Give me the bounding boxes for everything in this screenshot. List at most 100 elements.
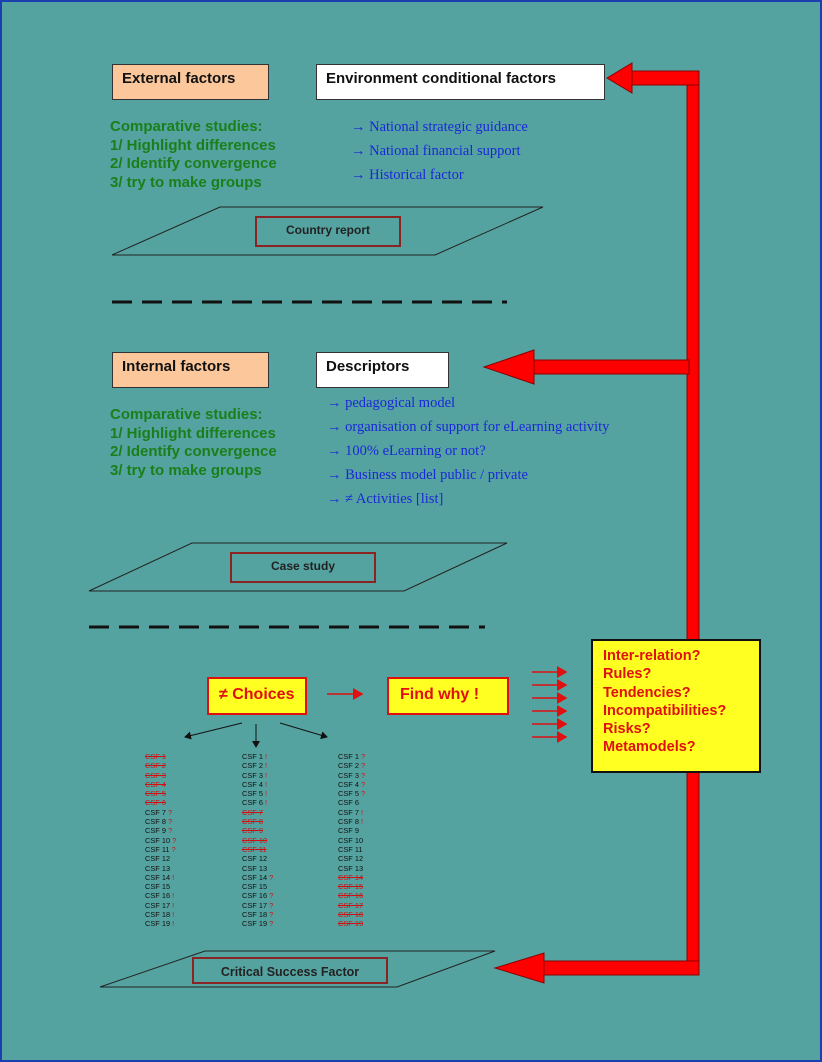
question-item: Incompatibilities? (603, 702, 727, 719)
middle-studies-line: 2/ Identify convergence (110, 443, 277, 460)
csf-item: CSF 5 ? (338, 789, 366, 799)
choices-box: ≠ Choices (207, 677, 307, 715)
csf-item: CSF 17 (338, 900, 364, 910)
environment-item: → Historical factor (351, 167, 464, 183)
csf-item: CSF 6 ! (242, 798, 268, 808)
csf-item: CSF 9 (242, 826, 263, 836)
csf-item: CSF 18 ! (145, 910, 175, 920)
csf-item: CSF 13 (145, 863, 171, 873)
csf-item: CSF 5 ! (242, 789, 268, 799)
middle-studies-line: 3/ try to make groups (110, 461, 262, 479)
csf-item: CSF 1 ! (242, 752, 268, 761)
choice-arrow-left (184, 722, 243, 740)
csf-item: CSF 15 (242, 882, 268, 892)
top-studies-line: Comparative studies: (110, 118, 263, 135)
csf-item: CSF 11 ? (145, 844, 176, 854)
csf-item: CSF 2 ? (338, 761, 366, 771)
descriptor-item: → pedagogical model (327, 395, 456, 411)
questions-box: Inter-relation? Rules? Tendencies? Incom… (591, 639, 761, 773)
find-why-box: Find why ! (387, 677, 509, 715)
csf-item: CSF 6 (338, 798, 359, 808)
arrow-to-descriptors (482, 349, 535, 385)
middle-studies-line: Comparative studies: (110, 406, 263, 423)
csf-item: CSF 14 ? (242, 872, 274, 882)
top-studies-line: 1/ Highlight differences (110, 136, 276, 154)
csf-column-3: CSF 1 ?CSF 2 ?CSF 3 ?CSF 4 ?CSF 5 ?CSF 6… (338, 752, 365, 929)
csf-item: CSF 19 ! (145, 919, 175, 929)
environment-list: → National strategic guidance → National… (351, 115, 528, 187)
csf-item: CSF 4 (145, 779, 166, 789)
question-item: Rules? (603, 666, 652, 683)
csf-item: CSF 19 ? (242, 919, 274, 929)
csf-item: CSF 15 (145, 882, 171, 892)
descriptor-item: → ≠ Activities [list] (327, 491, 444, 507)
csf-item: CSF 11 (242, 844, 267, 854)
csf-item: CSF 7 ! (338, 807, 364, 817)
csf-item: CSF 16 ! (145, 891, 175, 901)
question-arrows (532, 666, 568, 743)
csf-item: CSF 3 (145, 770, 166, 780)
csf-item: CSF 10 (338, 835, 364, 845)
csf-item: CSF 7 (242, 807, 263, 817)
csf-item: CSF 14 (338, 872, 364, 882)
csf-item: CSF 8 (242, 817, 263, 827)
csf-item: CSF 18 (338, 910, 364, 920)
external-factors-box: External factors (112, 64, 269, 100)
csf-item: CSF 5 (145, 789, 166, 799)
csf-column-2: CSF 1 !CSF 2 !CSF 3 !CSF 4 !CSF 5 !CSF 6… (242, 752, 273, 929)
csf-item: CSF 15 (338, 882, 364, 892)
csf-item: CSF 14 ! (145, 872, 175, 882)
top-comparative-studies: Comparative studies: 1/ Highlight differ… (110, 118, 277, 192)
arrow-to-environment (606, 62, 633, 94)
csf-item: CSF 9 (338, 826, 359, 836)
descriptor-item: → Business model public / private (327, 467, 528, 483)
environment-item: → National financial support (351, 143, 521, 159)
csf-item: CSF 1 ? (338, 752, 366, 761)
middle-studies-line: 1/ Highlight differences (110, 424, 276, 442)
feedback-bar (686, 71, 700, 975)
csf-item: CSF 10 ? (145, 835, 177, 845)
csf-item: CSF 9 ? (145, 826, 173, 836)
question-item: Tendencies? (603, 684, 691, 701)
csf-item: CSF 10 (242, 835, 268, 845)
csf-item: CSF 11 (338, 844, 363, 854)
csf-item: CSF 17 ! (145, 900, 175, 910)
case-study-shape (88, 542, 508, 592)
csf-item: CSF 13 (242, 863, 268, 873)
question-item: Metamodels? (603, 739, 696, 756)
descriptors-box: Descriptors (316, 352, 449, 388)
csf-item: CSF 19 (338, 919, 364, 929)
descriptor-item: → 100% eLearning or not? (327, 443, 486, 459)
middle-comparative-studies: Comparative studies: 1/ Highlight differ… (110, 406, 277, 480)
descriptor-item: → organisation of support for eLearning … (327, 419, 610, 435)
csf-item: CSF 16 (338, 891, 364, 901)
country-report-label: Country report (255, 216, 401, 247)
question-item: Inter-relation? (603, 648, 701, 664)
csf-item: CSF 12 (338, 854, 364, 864)
csf-item: CSF 3 ! (242, 770, 268, 780)
csf-item: CSF 1 (145, 752, 166, 761)
environment-factors-box: Environment conditional factors (316, 64, 605, 100)
csf-item: CSF 13 (338, 863, 364, 873)
question-item: Risks? (603, 721, 651, 738)
csf-item: CSF 12 (242, 854, 268, 864)
csf-item: CSF 4 ! (242, 779, 268, 789)
csf-item: CSF 8 ? (145, 817, 173, 827)
country-report-shape (111, 206, 544, 256)
csf-item: CSF 4 ? (338, 779, 366, 789)
critical-success-factor-label: Critical Success Factor (192, 957, 388, 984)
arrow-to-csf (493, 952, 545, 984)
choice-arrow-right (279, 722, 328, 740)
csf-item: CSF 2 ! (242, 761, 268, 771)
csf-shape (99, 950, 496, 988)
csf-item: CSF 3 ? (338, 770, 366, 780)
case-study-label: Case study (230, 552, 376, 583)
top-studies-line: 2/ Identify convergence (110, 155, 277, 172)
top-studies-line: 3/ try to make groups (110, 173, 262, 191)
internal-factors-box: Internal factors (112, 352, 269, 388)
csf-item: CSF 12 (145, 854, 171, 864)
csf-item: CSF 8 ! (338, 817, 364, 827)
environment-item: → National strategic guidance (351, 119, 528, 135)
